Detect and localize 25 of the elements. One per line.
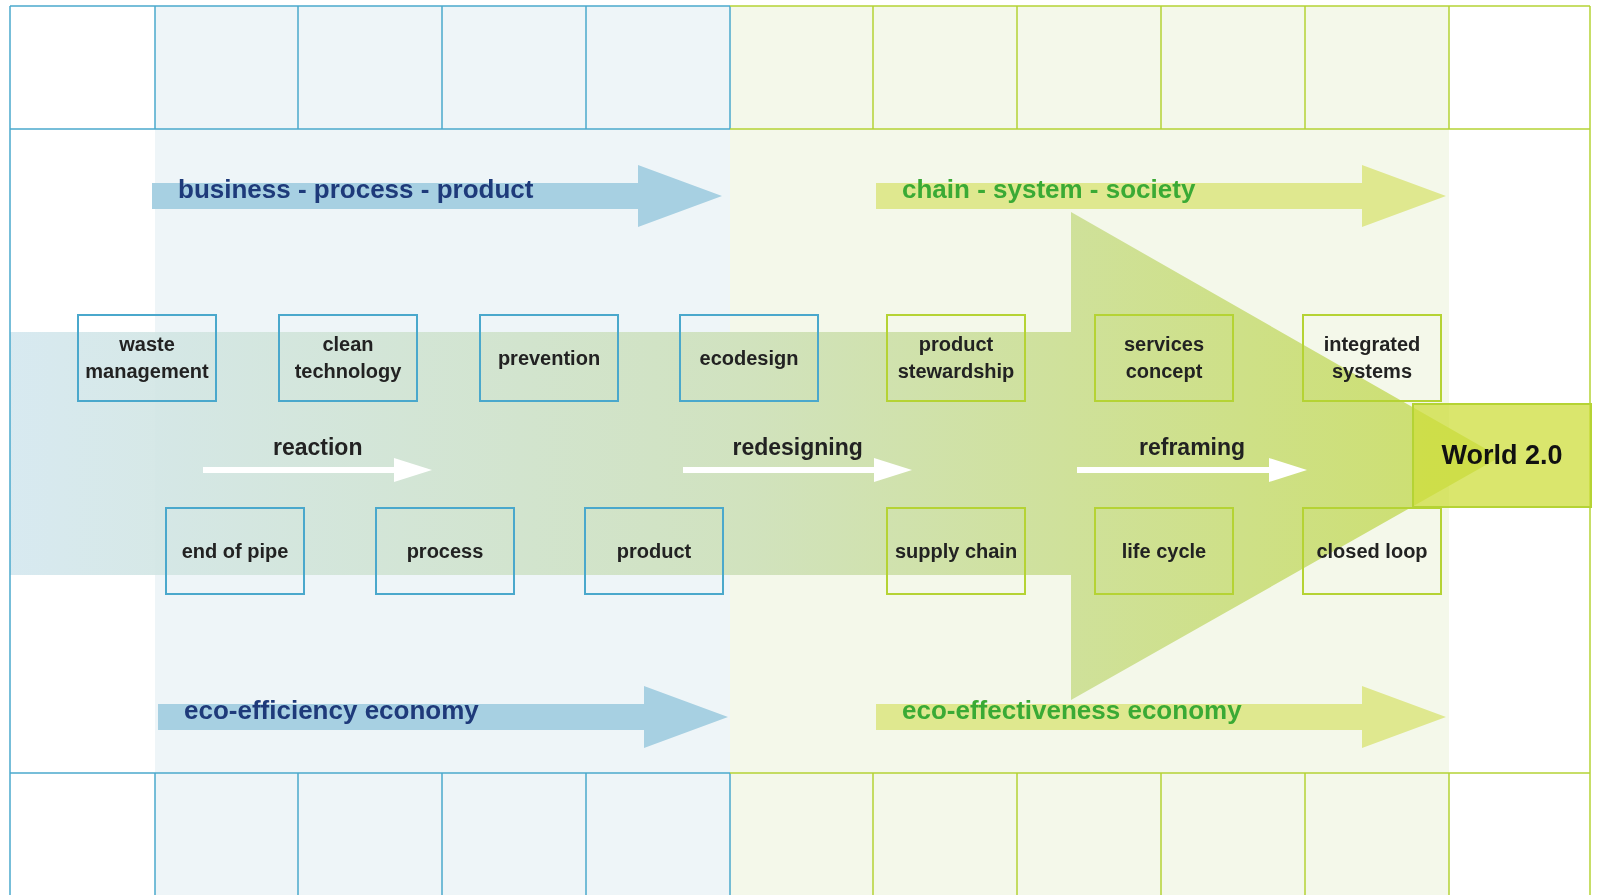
stage-box: waste management (77, 314, 217, 402)
banner-arrow (876, 686, 1446, 748)
stage-box: process (375, 507, 515, 595)
stage-box: closed loop (1302, 507, 1442, 595)
stage-box: integrated systems (1302, 314, 1442, 402)
stage-box: end of pipe (165, 507, 305, 595)
stage-label: reframing (1139, 434, 1246, 461)
banner-arrow (158, 686, 728, 748)
stage-label: reaction (273, 434, 363, 461)
banner-text: eco-effectiveness economy (902, 695, 1242, 726)
stage-box: product (584, 507, 724, 595)
stage-box: supply chain (886, 507, 1026, 595)
stage-box: services concept (1094, 314, 1234, 402)
stage-box: clean technology (278, 314, 418, 402)
banner-text: eco-efficiency economy (184, 695, 479, 726)
stage-box: life cycle (1094, 507, 1234, 595)
goal-box: World 2.0 (1412, 403, 1592, 508)
stage-box: ecodesign (679, 314, 819, 402)
banner-text: business - process - product (178, 174, 534, 205)
stage-box: product stewardship (886, 314, 1026, 402)
banner-text: chain - system - society (902, 174, 1196, 205)
stage-label: redesigning (732, 434, 863, 461)
banner-arrow (876, 165, 1446, 227)
banner-arrow (152, 165, 722, 227)
stage-box: prevention (479, 314, 619, 402)
